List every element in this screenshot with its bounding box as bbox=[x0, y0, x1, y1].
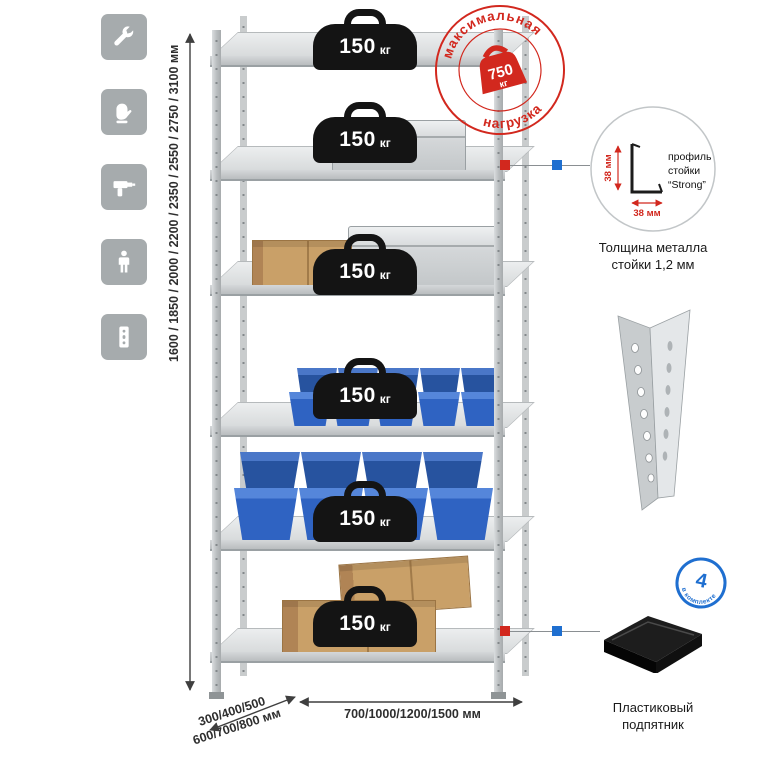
perforated-post-icon bbox=[119, 326, 129, 348]
depth-dimension-label: 300/400/500 600/700/800 мм bbox=[156, 681, 313, 759]
corner-post-holes bbox=[631, 343, 655, 483]
connector-line-top bbox=[505, 165, 590, 166]
marker-red-bottom bbox=[500, 626, 510, 636]
weight-unit: кг bbox=[379, 267, 391, 282]
weight-value: 150 bbox=[339, 612, 376, 635]
profile-dim-vertical-label: 38 мм bbox=[603, 154, 614, 181]
stamp-graphic: максимальная нагрузка 750 кг bbox=[431, 0, 565, 138]
corner-post-right-face bbox=[649, 309, 691, 499]
feature-tile-post bbox=[101, 314, 147, 360]
foot-right-face bbox=[656, 634, 702, 673]
profile-label-line1: профиль bbox=[668, 151, 712, 163]
storage-bin bbox=[418, 392, 460, 426]
profile-angle-drawing bbox=[630, 144, 662, 194]
shelf-2 bbox=[210, 170, 505, 181]
weight-value: 150 bbox=[339, 507, 376, 530]
kit-quantity-badge: 4 в комплекте bbox=[669, 551, 733, 615]
stamp-value: 750 bbox=[486, 61, 515, 84]
marker-red-top bbox=[500, 160, 510, 170]
weight-value: 150 bbox=[339, 128, 376, 151]
marker-blue-bottom bbox=[552, 626, 562, 636]
shelf-5 bbox=[210, 540, 505, 551]
profile-caption-line2: стойки 1,2 мм bbox=[611, 256, 695, 272]
weight-unit: кг bbox=[379, 42, 391, 57]
weight-badge-2: 150 кг bbox=[313, 117, 417, 163]
weight-value: 150 bbox=[339, 260, 376, 283]
rack-post-back-right bbox=[522, 16, 529, 676]
weight-badge-3: 150 кг bbox=[313, 249, 417, 295]
corner-post-image bbox=[617, 309, 691, 511]
storage-bin bbox=[429, 488, 493, 540]
stamp-unit: кг bbox=[498, 78, 509, 90]
feature-tile-drill bbox=[101, 164, 147, 210]
cardboard-box bbox=[252, 240, 352, 287]
weight-value: 150 bbox=[339, 35, 376, 58]
weight-unit: кг bbox=[379, 619, 391, 634]
stamp-weight-body bbox=[479, 51, 528, 95]
shelf-4 bbox=[210, 426, 505, 437]
person-icon bbox=[118, 250, 130, 273]
profile-label-line3: “Strong” bbox=[668, 179, 706, 191]
foot-caption-line1: Пластиковый bbox=[612, 700, 694, 715]
rack-post-back-left bbox=[240, 16, 247, 676]
weight-value: 150 bbox=[339, 384, 376, 407]
weight-unit: кг bbox=[379, 391, 391, 406]
gloves-icon bbox=[116, 103, 132, 124]
wrench-icon bbox=[114, 26, 134, 46]
rack-foot-right bbox=[491, 692, 506, 699]
foot-left-face bbox=[604, 640, 656, 673]
feature-tile-person bbox=[101, 239, 147, 285]
feature-tile-tools bbox=[101, 14, 147, 60]
marker-blue-top bbox=[552, 160, 562, 170]
foot-top-face bbox=[604, 616, 702, 662]
kit-badge-graphic: 4 в комплекте bbox=[675, 557, 727, 610]
drill-icon bbox=[113, 181, 136, 197]
profile-callout-circle: 38 мм 38 мм профиль стойки “Strong” bbox=[590, 106, 716, 232]
foot-caption: Пластиковый подпятник bbox=[578, 700, 728, 734]
stamp-weight-handle bbox=[482, 45, 509, 59]
foot-caption-line2: подпятник bbox=[622, 716, 684, 732]
rack-post-front-right bbox=[494, 30, 503, 692]
weight-badge-1: 150 кг bbox=[313, 24, 417, 70]
max-load-stamp: максимальная нагрузка 750 кг bbox=[414, 0, 585, 156]
feature-tile-gloves bbox=[101, 89, 147, 135]
profile-caption: Толщина металла стойки 1,2 мм bbox=[568, 240, 738, 274]
weight-badge-4: 150 кг bbox=[313, 373, 417, 419]
plastic-foot-image bbox=[604, 616, 702, 673]
profile-caption-line1: Толщина металла bbox=[598, 240, 708, 255]
rack-foot-left bbox=[209, 692, 224, 699]
weight-badge-6: 150 кг bbox=[313, 601, 417, 647]
corner-post-slots bbox=[662, 341, 673, 461]
foot-highlight bbox=[611, 621, 695, 641]
profile-label-line2: стойки bbox=[668, 165, 700, 177]
storage-bin bbox=[234, 488, 298, 540]
profile-angle-hooks bbox=[631, 143, 663, 193]
weight-badge-5: 150 кг bbox=[313, 496, 417, 542]
profile-dim-horizontal-label: 38 мм bbox=[633, 208, 660, 219]
weight-unit: кг bbox=[379, 135, 391, 150]
weight-unit: кг bbox=[379, 514, 391, 529]
shelf-6 bbox=[210, 652, 505, 663]
width-dimension-label: 700/1000/1200/1500 мм bbox=[344, 707, 481, 721]
rack-post-front-left bbox=[212, 30, 221, 692]
